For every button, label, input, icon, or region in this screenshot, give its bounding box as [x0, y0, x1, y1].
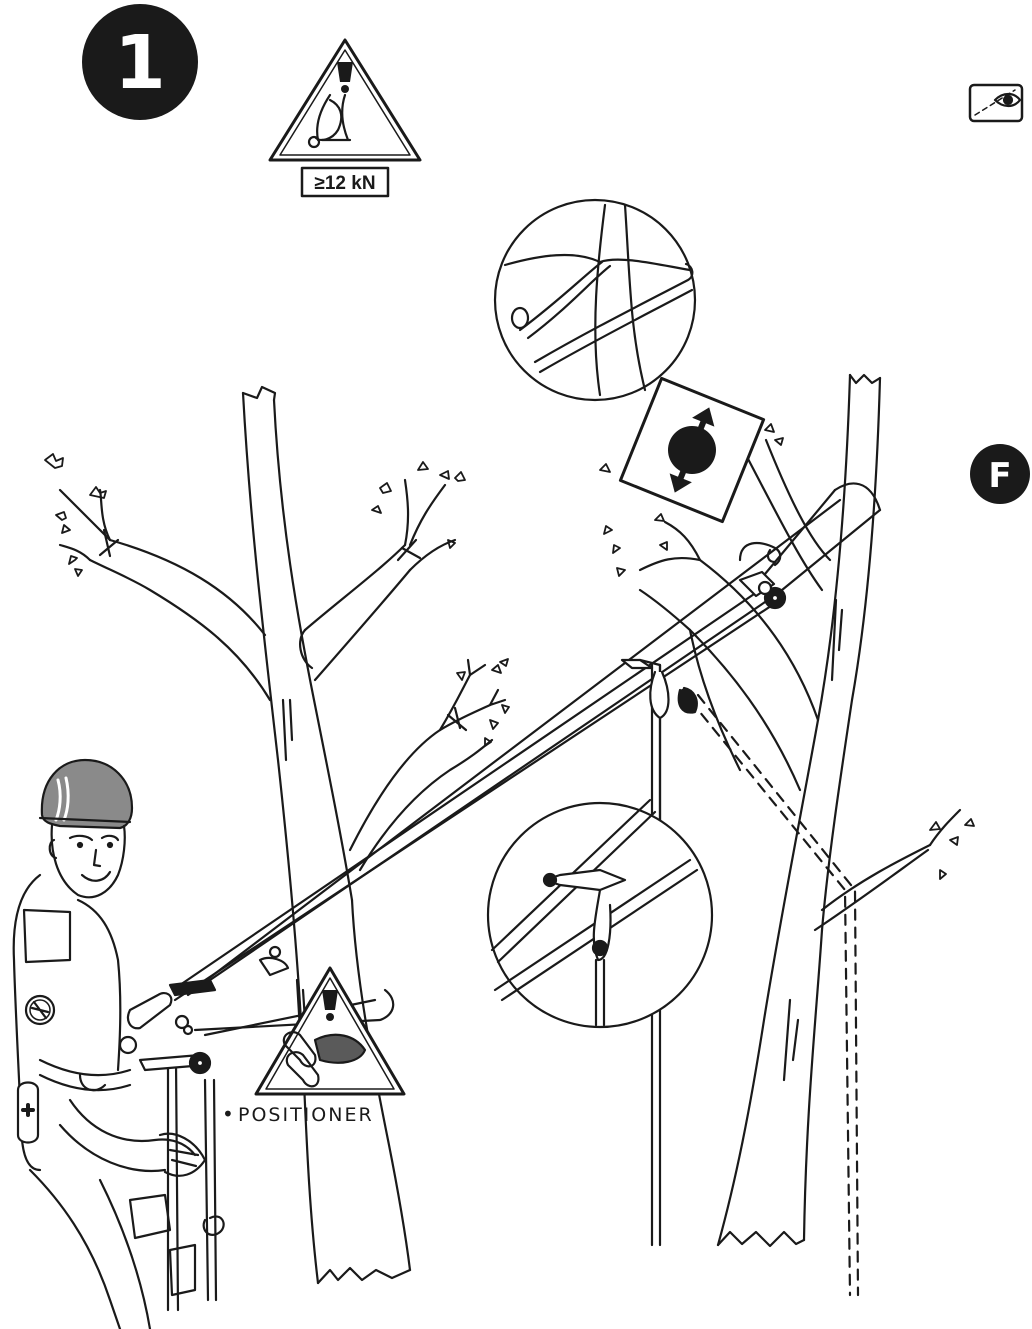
leaves: [45, 454, 509, 746]
product-bullet: •: [222, 1102, 236, 1126]
anchor-hardware: [622, 543, 785, 718]
dashed-rope: [690, 695, 858, 1295]
side-letter: F: [988, 456, 1011, 496]
detail-circle-bottom: [488, 800, 712, 1027]
warning-carabiner-icon: [256, 968, 404, 1094]
left-tree: [60, 387, 505, 1283]
warning-strength-label: ≥12 kN: [314, 173, 375, 194]
harness-hardware: [120, 947, 288, 1073]
product-name: Positioner: [238, 1104, 374, 1126]
step-number: 1: [114, 20, 166, 106]
detail-circle-top: [495, 200, 695, 400]
move-arrow-icon: [620, 378, 763, 521]
climber: [14, 760, 205, 1329]
inspect-eye-icon: [970, 85, 1022, 121]
